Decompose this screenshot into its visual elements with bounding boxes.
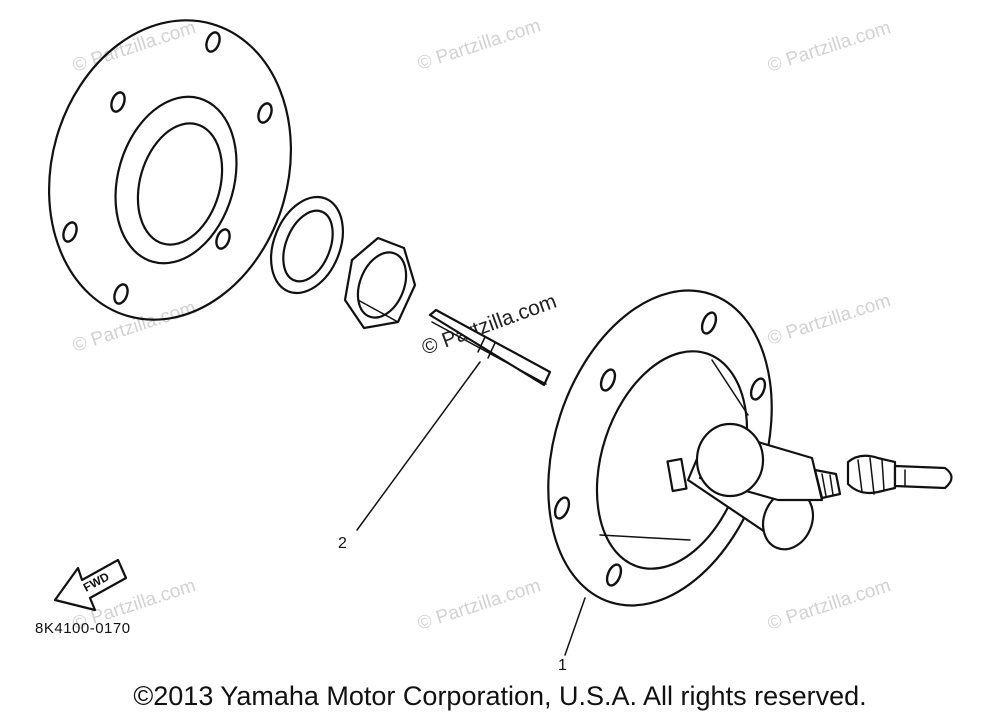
callout-leader-1 <box>564 597 586 656</box>
watermark: © Partzilla.com <box>765 290 893 350</box>
watermark: © Partzilla.com <box>415 15 543 75</box>
washer <box>270 195 344 295</box>
reference-code: 8K4100-0170 <box>35 620 131 637</box>
watermark: © Partzilla.com <box>70 297 198 357</box>
callout-label-2: 2 <box>338 535 347 552</box>
hex-nut <box>343 236 417 330</box>
watermark: © Partzilla.com <box>70 17 198 77</box>
flange-plate <box>47 19 293 321</box>
key-pin <box>428 308 552 387</box>
watermark: © Partzilla.com <box>765 17 893 77</box>
bolt <box>846 454 953 495</box>
watermark: © Partzilla.com <box>415 575 543 635</box>
watermark: © Partzilla.com <box>765 575 893 635</box>
hub-boss <box>666 422 842 551</box>
copyright-notice: ©2013 Yamaha Motor Corporation, U.S.A. A… <box>133 681 867 711</box>
callout-label-1: 1 <box>558 657 567 674</box>
callout-leader-2 <box>356 361 481 531</box>
